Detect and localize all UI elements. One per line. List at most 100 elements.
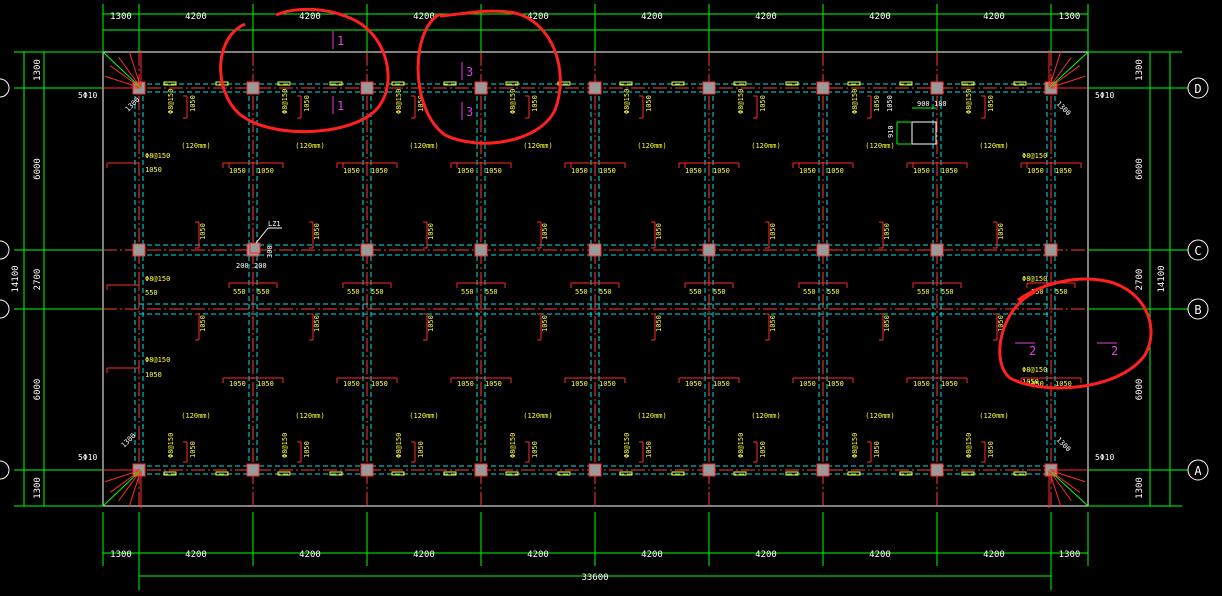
span-text: 1050 xyxy=(1055,380,1072,388)
top-dim-text: 1300 xyxy=(1059,12,1081,22)
corner-fan-bar xyxy=(1048,469,1081,493)
span-text: 1050 xyxy=(1022,378,1039,386)
span-text: 1050 xyxy=(685,380,702,388)
span-text: 1050 xyxy=(145,166,162,174)
column xyxy=(360,463,374,477)
span-text: 1050 xyxy=(769,315,777,332)
left-dim-text: 6000 xyxy=(33,158,43,180)
column xyxy=(246,463,260,477)
short-span-text: 550 xyxy=(485,288,498,296)
span-text: 1050 xyxy=(827,167,844,175)
slab-text: (120mm) xyxy=(295,142,325,150)
span-text: 1050 xyxy=(827,380,844,388)
short-span-text: 550 xyxy=(1031,288,1044,296)
markup-circle-2 xyxy=(416,9,562,145)
corner-diag xyxy=(102,51,142,89)
axis-label: D xyxy=(1194,82,1201,96)
beam-mark xyxy=(505,81,519,86)
corner-diag xyxy=(102,469,142,507)
right-total-text: 14100 xyxy=(1157,265,1167,292)
span-text: 1050 xyxy=(655,223,663,240)
beam-mark xyxy=(1013,471,1027,476)
column xyxy=(588,243,602,257)
detail-dim-text: 900 xyxy=(917,100,930,108)
section-label: 3 xyxy=(466,65,473,79)
right-dim-text: 1300 xyxy=(1135,59,1145,81)
axis-label: A xyxy=(1194,464,1202,478)
lz-column xyxy=(249,242,261,254)
detail-dim-text: 910 xyxy=(887,125,895,138)
rebar-text: Φ8@150 xyxy=(965,89,973,114)
span-text: 1050 xyxy=(713,167,730,175)
rebar-text: Φ8@150 xyxy=(167,433,175,458)
slab-text: (120mm) xyxy=(751,142,781,150)
span-text: 1050 xyxy=(883,223,891,240)
span-text: 1050 xyxy=(873,95,881,112)
rebar-text: Φ8@150 xyxy=(623,433,631,458)
beam-mark xyxy=(557,471,571,476)
top-dim-text: 4200 xyxy=(185,12,207,22)
corner-fan-bar xyxy=(1048,469,1086,483)
span-text: 1050 xyxy=(257,167,274,175)
slab-text: (120mm) xyxy=(295,412,325,420)
left-total-text: 14100 xyxy=(11,265,21,292)
beam-mark xyxy=(785,471,799,476)
beam-mark xyxy=(557,81,571,86)
column xyxy=(360,243,374,257)
span-text: 1050 xyxy=(229,167,246,175)
bottom-dim-text: 4200 xyxy=(755,550,777,560)
span-text: 1050 xyxy=(531,95,539,112)
column xyxy=(816,463,830,477)
span-text: 1050 xyxy=(645,95,653,112)
section-label: 3 xyxy=(466,105,473,119)
lz-label: LZ1 xyxy=(268,220,281,228)
corner-label: 5Φ10 xyxy=(78,453,97,462)
column xyxy=(588,81,602,95)
column xyxy=(702,463,716,477)
slab-text: (120mm) xyxy=(409,142,439,150)
span-text: 1050 xyxy=(713,380,730,388)
short-span-text: 550 xyxy=(941,288,954,296)
beam-mark xyxy=(847,81,861,86)
bottom-dim-text: 4200 xyxy=(869,550,891,560)
short-span-text: 550 xyxy=(827,288,840,296)
rebar-text: Φ8@150 xyxy=(167,89,175,114)
beam-mark xyxy=(847,471,861,476)
beam-mark xyxy=(329,81,343,86)
top-dim-text: 4200 xyxy=(413,12,435,22)
short-span-text: 550 xyxy=(347,288,360,296)
left-dim-text: 1300 xyxy=(33,59,43,81)
section-label: 1 xyxy=(337,34,344,48)
corner-fan-bar xyxy=(128,51,142,89)
span-text: 1050 xyxy=(189,95,197,112)
span-text: 1050 xyxy=(571,167,588,175)
span-text: 1050 xyxy=(313,223,321,240)
corner-fan-bar xyxy=(1048,469,1062,507)
span-text: 1050 xyxy=(343,167,360,175)
top-dim-text: 4200 xyxy=(641,12,663,22)
short-span-text: 550 xyxy=(257,288,270,296)
corner-fan-bar xyxy=(128,469,142,507)
corner-fan-bar xyxy=(118,56,142,89)
span-text: 1050 xyxy=(799,167,816,175)
slab-text: (120mm) xyxy=(979,142,1009,150)
rebar-text: Φ8@150 xyxy=(145,152,170,160)
beam-mark xyxy=(671,471,685,476)
corner-fan-bar xyxy=(1048,75,1086,89)
detail-box xyxy=(911,121,937,145)
left-dim-text: 2700 xyxy=(33,269,43,291)
span-text: 1050 xyxy=(987,441,995,458)
lz-leader xyxy=(255,227,269,244)
span-text: 1050 xyxy=(599,167,616,175)
short-span-text: 550 xyxy=(1055,288,1068,296)
short-span-text: 550 xyxy=(917,288,930,296)
top-dim-text: 4200 xyxy=(869,12,891,22)
corner-fan-bar xyxy=(104,75,142,89)
short-span-text: 550 xyxy=(145,289,158,297)
span-text: 1050 xyxy=(303,95,311,112)
axis-circle-left xyxy=(0,78,10,98)
column xyxy=(816,243,830,257)
span-text: 1050 xyxy=(427,223,435,240)
